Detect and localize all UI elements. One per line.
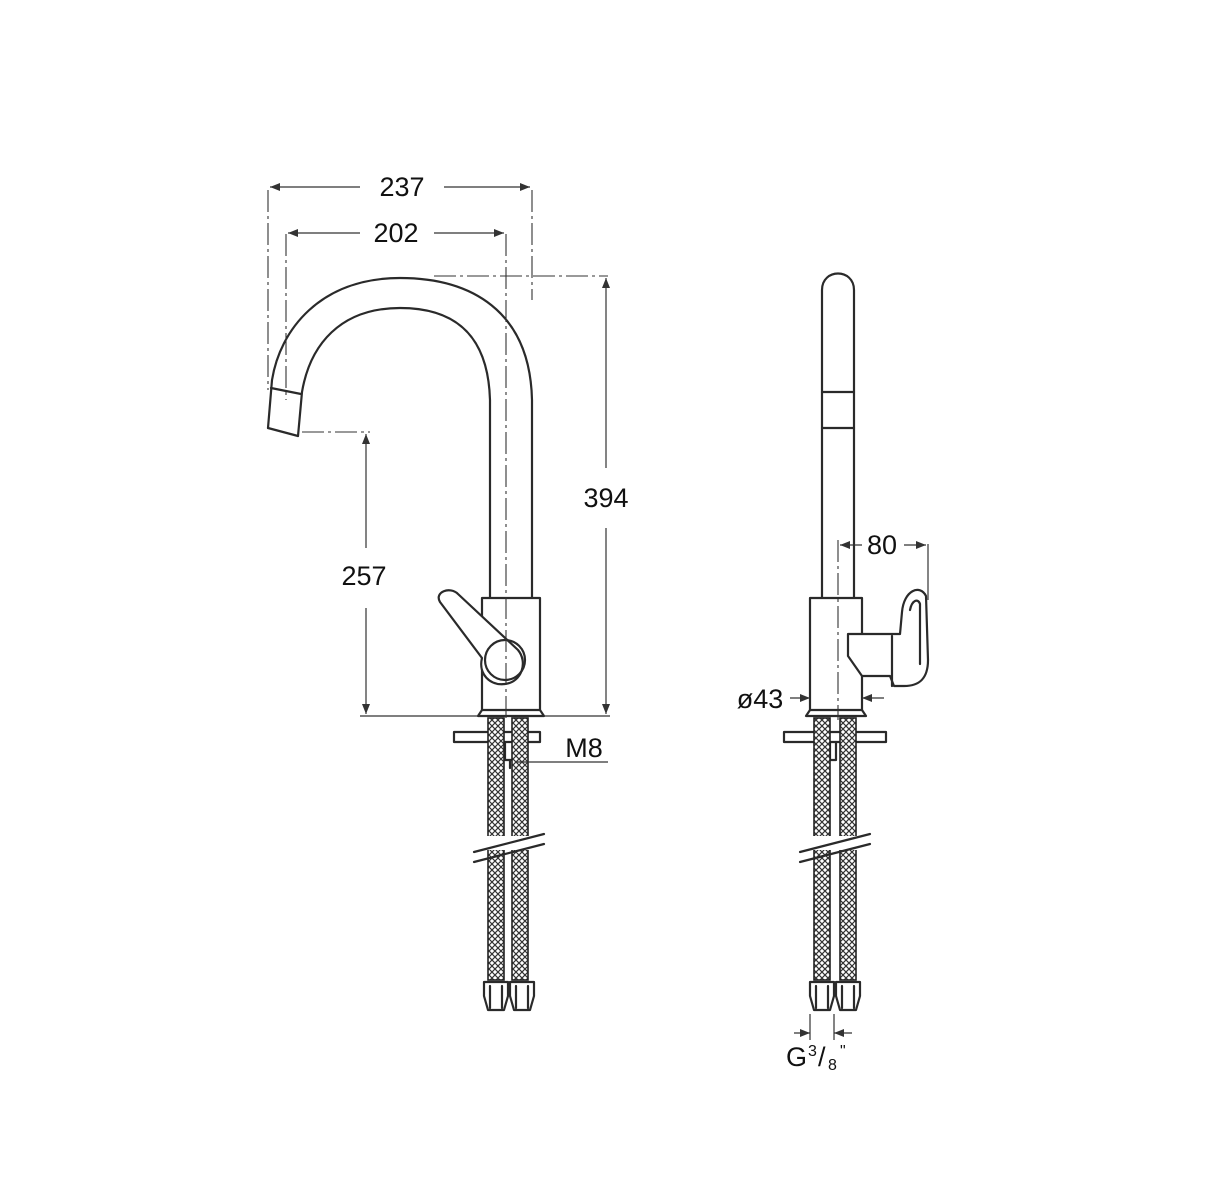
- side-view: 80 ø43 G 3 / 8 ": [737, 272, 930, 1074]
- front-hoses: [472, 717, 546, 1012]
- dim-connection-main: G: [786, 1042, 807, 1072]
- dim-spout-height-label: 257: [341, 561, 386, 591]
- front-spout: [266, 276, 534, 600]
- dim-total-height-label: 394: [583, 483, 628, 513]
- dim-thread-label: M8: [565, 733, 603, 763]
- side-body: [804, 588, 930, 718]
- front-view: 237 202 394 257 M8: [266, 172, 629, 1012]
- dim-total-reach-label: 237: [379, 172, 424, 202]
- side-hoses: [798, 717, 872, 1012]
- dim-connection-fraction-num: 3: [808, 1043, 817, 1060]
- front-body: [437, 589, 546, 718]
- side-dimensions: [790, 540, 929, 1040]
- dim-connection-fraction-sep: /: [818, 1042, 826, 1072]
- dim-connection-quote: ": [840, 1043, 846, 1060]
- dim-connection-label: G 3 / 8 ": [786, 1042, 846, 1074]
- dim-spout-reach-label: 202: [373, 218, 418, 248]
- side-spout: [820, 272, 856, 600]
- dim-handle-label: 80: [867, 530, 897, 560]
- front-dimensions: [267, 183, 610, 763]
- dim-body-diameter-label: ø43: [737, 684, 784, 714]
- dim-connection-fraction-den: 8: [828, 1057, 837, 1074]
- side-base: [782, 730, 888, 762]
